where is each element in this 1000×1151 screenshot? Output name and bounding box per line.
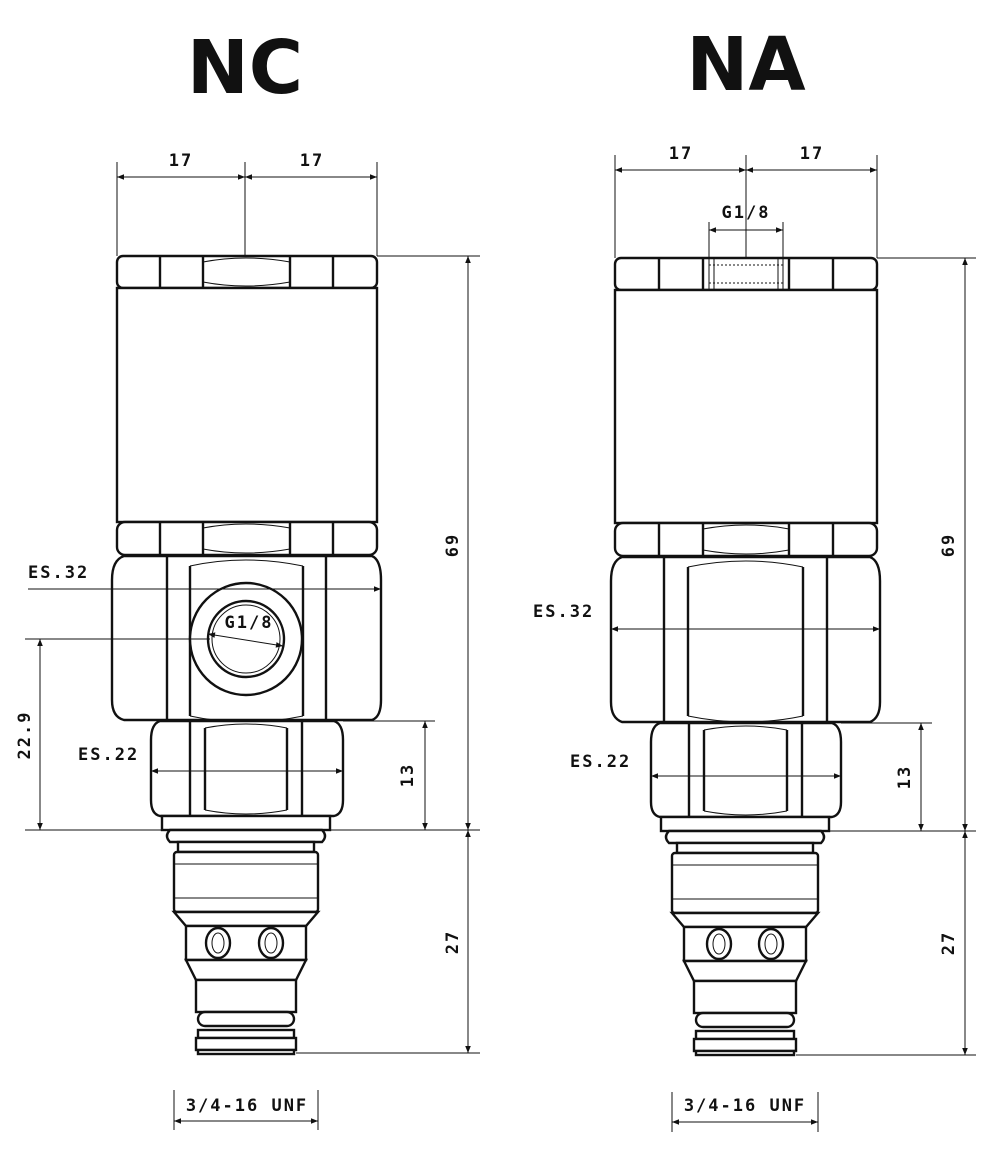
na-total-height-dimension: 69 [877, 257, 976, 831]
nc-width-right-label: 17 [300, 151, 324, 171]
na-es22-dimension: ES.22 [570, 752, 841, 779]
na-width-left-label: 17 [669, 144, 693, 164]
na-port-dimension: G1/8 [708, 203, 784, 258]
nc-thread-dimension: 3/4-16 UNF [173, 1090, 319, 1130]
nc-total-height-label: 69 [443, 533, 463, 557]
nc-es22-label: ES.22 [78, 745, 139, 765]
na-coil-nut [613, 521, 879, 558]
na-hex-height-label: 13 [895, 765, 915, 789]
na-coil-body [613, 288, 879, 525]
nc-coil-body [115, 286, 379, 524]
nc-hex-height-dimension: 13 [330, 720, 480, 831]
na-total-height-label: 69 [939, 533, 959, 557]
na-es32-label: ES.32 [533, 602, 594, 622]
nc-coil-nut [115, 520, 379, 557]
na-cartridge-height-dimension: 27 [796, 831, 976, 1056]
na-top-cap [613, 256, 879, 305]
nc-title: NC [187, 25, 303, 111]
nc-port-label: G1/8 [225, 613, 274, 633]
na-width-dimension: 17 17 [614, 144, 878, 258]
na-cartridge [659, 815, 831, 1057]
nc-cartridge-height-dimension: 27 [296, 830, 480, 1054]
nc-total-height-dimension: 69 [377, 255, 480, 830]
na-thread-dimension: 3/4-16 UNF [671, 1092, 819, 1132]
nc-port-height-label: 22.9 [15, 711, 35, 760]
na-es32-dimension: ES.32 [533, 602, 880, 632]
na-view: NA [533, 22, 976, 1132]
na-port-label: G1/8 [722, 203, 771, 223]
nc-hex-height-label: 13 [398, 763, 418, 787]
nc-es22-dimension: ES.22 [78, 745, 343, 774]
nc-view: NC [15, 25, 480, 1130]
nc-es32-dimension: ES.32 [28, 563, 381, 592]
na-cartridge-height-label: 27 [939, 931, 959, 955]
nc-hex-es22 [149, 719, 345, 818]
nc-cartridge-height-label: 27 [443, 930, 463, 954]
na-title: NA [686, 22, 805, 108]
nc-top-cap [115, 254, 379, 290]
na-width-right-label: 17 [800, 144, 824, 164]
nc-width-dimension: 17 17 [116, 151, 378, 256]
nc-width-left-label: 17 [169, 151, 193, 171]
na-hex-es22 [649, 721, 843, 819]
na-es22-label: ES.22 [570, 752, 631, 772]
nc-es32-label: ES.32 [28, 563, 89, 583]
nc-thread-label: 3/4-16 UNF [186, 1096, 308, 1116]
na-thread-label: 3/4-16 UNF [684, 1096, 806, 1116]
nc-port-dimension: G1/8 [207, 613, 284, 648]
na-hex-body-es32 [609, 555, 882, 724]
na-hex-height-dimension: 13 [829, 722, 976, 832]
nc-cartridge [160, 814, 332, 1056]
nc-port-height-dimension: 22.9 [15, 638, 210, 831]
